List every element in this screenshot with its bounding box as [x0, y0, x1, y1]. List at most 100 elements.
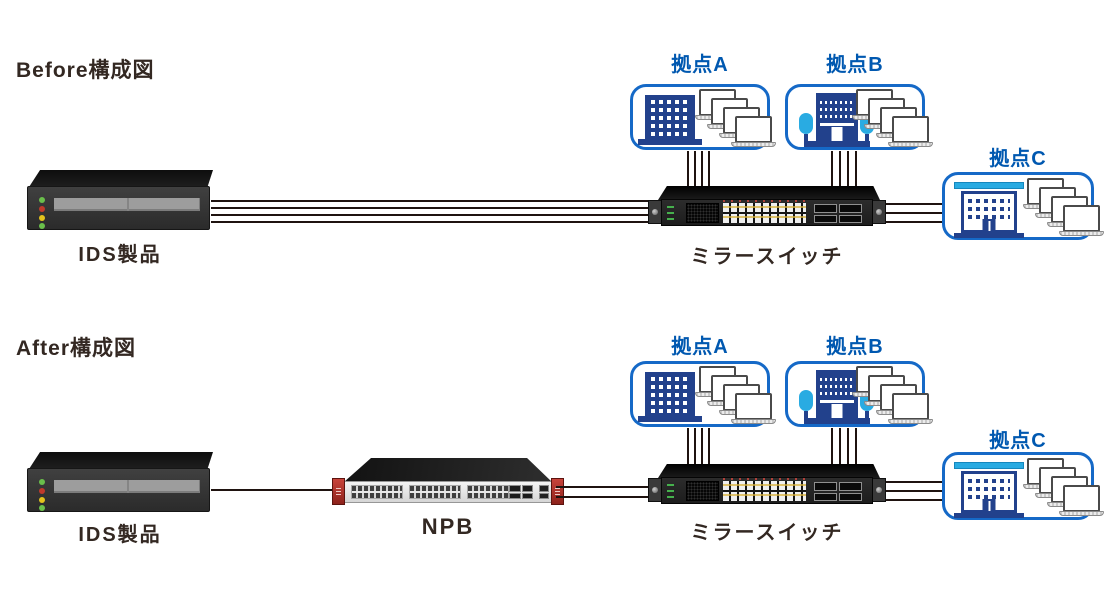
site-c-box [942, 452, 1104, 520]
cable-ids-to-switch [211, 207, 656, 209]
led-yellow-icon [39, 215, 45, 221]
cable-site-b-to-switch [847, 151, 849, 199]
sfp-ports [814, 204, 862, 223]
mirror-switch-label: ミラースイッチ [690, 246, 844, 268]
ids-appliance-icon [27, 170, 213, 232]
office-building-trees-icon [804, 370, 870, 424]
switch-top-panel [658, 186, 880, 200]
cable-site-b-to-switch [839, 151, 841, 199]
cable-site-b-to-switch [831, 151, 833, 199]
led-green-icon [39, 505, 45, 511]
building-door [831, 404, 843, 418]
before-title: Before構成図 [16, 59, 155, 82]
cable-npb-to-switch [556, 486, 656, 488]
cable-switch-to-site-c [879, 481, 944, 483]
building-roof [954, 462, 1024, 469]
cable-site-b-to-switch [839, 428, 841, 477]
npb-port-group [467, 485, 509, 499]
npb-top-panel [344, 458, 552, 482]
rack-ear-left [648, 200, 662, 224]
mirror-switch-label: ミラースイッチ [690, 522, 844, 544]
switch-vent-grid [686, 481, 719, 501]
building-roof [954, 182, 1024, 189]
cable-site-a-to-switch [701, 151, 703, 196]
led-red-icon [39, 488, 45, 494]
cable-site-a-to-switch [694, 151, 696, 196]
outlined-building-icon [954, 182, 1024, 238]
ids-top-panel [29, 452, 213, 469]
cable-switch-to-site-c [879, 203, 944, 205]
led-green-icon [39, 479, 45, 485]
switch-status-leds [667, 483, 674, 498]
site-c-label: 拠点C [989, 148, 1047, 170]
outlined-building-icon [954, 462, 1024, 518]
ids-appliance-icon [27, 452, 213, 514]
after-title: After構成図 [16, 337, 137, 360]
rack-ear-right [872, 478, 886, 502]
cable-ids-to-npb [211, 489, 340, 491]
npb-label: NPB [421, 514, 475, 539]
cable-switch-to-site-c [879, 221, 944, 223]
rack-ear-left [648, 478, 662, 502]
office-building-icon [638, 95, 702, 145]
npb-handle-right [551, 478, 564, 505]
cable-switch-to-site-c [879, 212, 944, 214]
cable-site-a-to-switch [687, 428, 689, 474]
building-door [982, 219, 996, 231]
building-windows [968, 197, 1010, 219]
cable-ids-to-switch [211, 200, 656, 202]
site-b-box [785, 361, 933, 427]
site-b-label: 拠点B [826, 54, 884, 76]
cable-site-a-to-switch [701, 428, 703, 474]
building-lintel [820, 123, 854, 126]
rack-ear-right [872, 200, 886, 224]
rj45-port-rows [723, 200, 806, 223]
building-door [831, 127, 843, 141]
ids-label: IDS製品 [78, 524, 162, 546]
tree-icon [799, 390, 813, 420]
office-building-trees-icon [804, 93, 870, 147]
cable-site-b-to-switch [847, 428, 849, 477]
building-windows [820, 375, 854, 395]
switch-status-leds [667, 205, 674, 220]
cable-site-a-to-switch [708, 428, 710, 474]
site-a-box [630, 84, 776, 150]
npb-front-panel [340, 481, 556, 503]
ids-front-panel [27, 186, 210, 230]
site-a-box [630, 361, 776, 427]
npb-mgmt-ports [539, 485, 549, 499]
site-b-box [785, 84, 933, 150]
cable-site-b-to-switch [855, 428, 857, 477]
cable-site-b-to-switch [855, 151, 857, 199]
rj45-port-rows [723, 478, 806, 501]
site-a-label: 拠点A [671, 336, 729, 358]
cable-site-a-to-switch [687, 151, 689, 196]
site-c-box [942, 172, 1104, 240]
site-b-label: 拠点B [826, 336, 884, 358]
npb-port-group [409, 485, 461, 499]
cable-site-a-to-switch [694, 428, 696, 474]
switch-front-panel [661, 199, 873, 226]
led-red-icon [39, 206, 45, 212]
cable-ids-to-switch [211, 221, 656, 223]
ids-top-panel [29, 170, 213, 187]
cable-site-b-to-switch [831, 428, 833, 477]
switch-vent-grid [686, 203, 719, 223]
switch-front-panel [661, 477, 873, 504]
office-building-icon [638, 372, 702, 422]
cable-npb-to-switch [556, 496, 656, 498]
led-green-icon [39, 197, 45, 203]
drive-bay [54, 198, 200, 211]
cable-ids-to-switch [211, 214, 656, 216]
npb-handle-left [332, 478, 345, 505]
led-green-icon [39, 223, 45, 229]
building-windows [820, 98, 854, 118]
building-windows [651, 377, 689, 413]
site-c-label: 拠点C [989, 430, 1047, 452]
building-windows [651, 100, 689, 136]
led-yellow-icon [39, 497, 45, 503]
cable-switch-to-site-c [879, 499, 944, 501]
npb-sfp-ports [509, 485, 533, 499]
mirror-switch-appliance-icon [648, 464, 886, 510]
drive-bay [54, 480, 200, 493]
